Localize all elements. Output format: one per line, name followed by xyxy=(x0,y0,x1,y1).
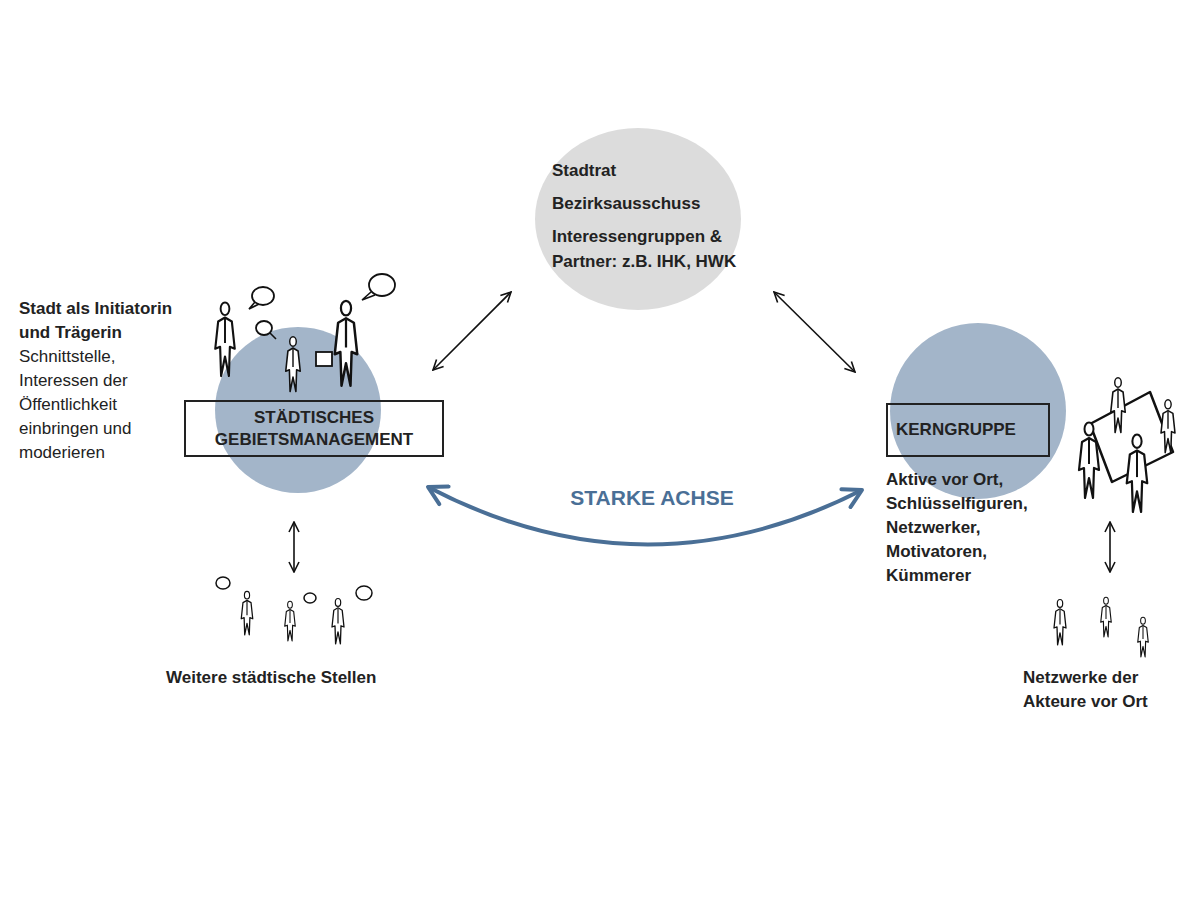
core-group: KERNGRUPPE Aktive vor Ort, Schlüsselfigur… xyxy=(886,403,1071,588)
node-text: Weitere städtische Stellen xyxy=(166,666,436,690)
initiator-heading: Stadt als Initiatorin und Trägerin xyxy=(19,297,194,345)
initiator-note: Schnittstelle, Interessen der Öffentlich… xyxy=(19,345,159,465)
local-network-label: Netzwerke der Akteure vor Ort xyxy=(1023,666,1193,714)
management-box: STÄDTISCHES GEBIETSMANAGEMENT xyxy=(184,400,444,457)
node-text: KERNGRUPPE xyxy=(886,403,1050,457)
core-group-people xyxy=(1079,378,1175,512)
city-people xyxy=(215,274,395,392)
node-text: Stadtrat xyxy=(552,158,747,183)
connector-arrow xyxy=(774,292,855,372)
edge-label: STARKE ACHSE xyxy=(566,485,737,511)
local-network-people xyxy=(1054,597,1148,657)
node-text: Netzwerke der Akteure vor Ort xyxy=(1023,666,1193,714)
city-offices-people xyxy=(216,577,372,644)
connector-arrow xyxy=(1109,522,1111,572)
node-text: Bezirksausschuss xyxy=(552,191,747,216)
node-text: STÄDTISCHES GEBIETSMANAGEMENT xyxy=(194,407,434,451)
connector-arrow xyxy=(433,292,511,370)
node-text: Interessengruppen & Partner: z.B. IHK, H… xyxy=(552,224,744,274)
council-circle: StadtratBezirksausschussInteressengruppe… xyxy=(535,128,741,310)
node-text: Aktive vor Ort, Schlüsselfiguren, Netzwe… xyxy=(886,468,1066,588)
connector-arrow xyxy=(293,522,295,572)
city-offices-label: Weitere städtische Stellen xyxy=(166,666,436,690)
